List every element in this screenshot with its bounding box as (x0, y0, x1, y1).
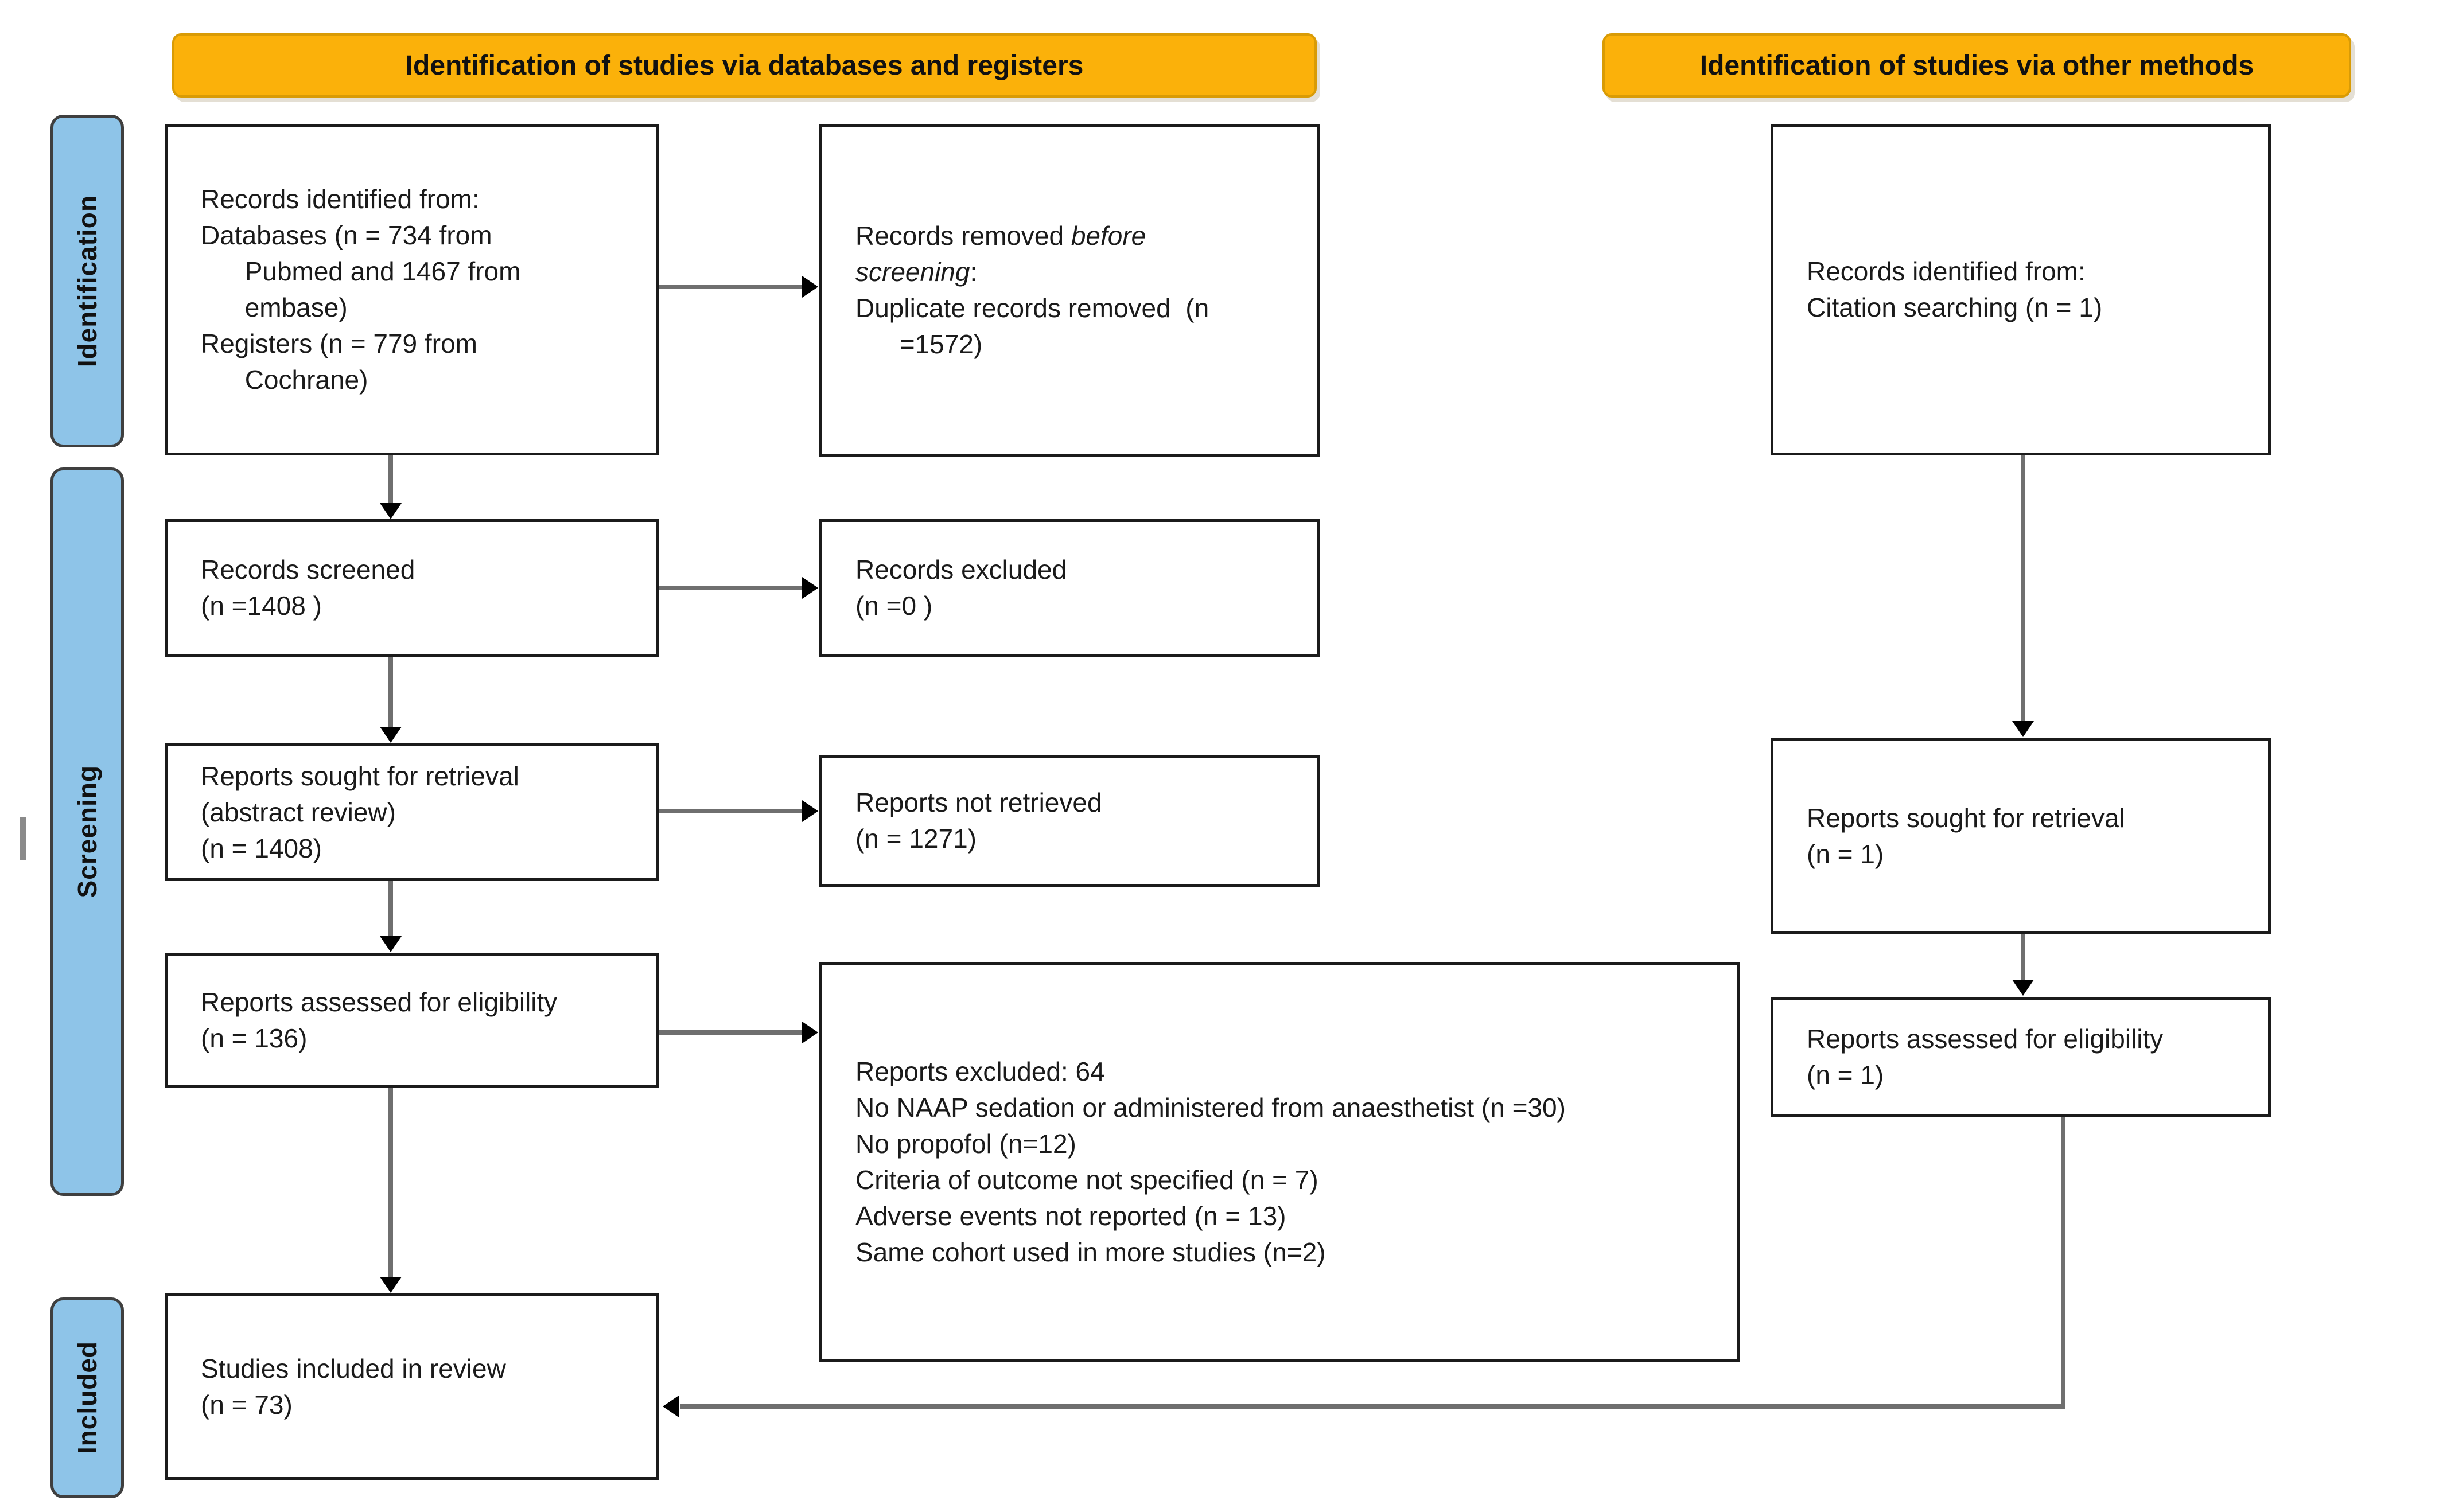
arrow-sought-to-assessed-line (388, 881, 393, 936)
stray-tick-mark (20, 817, 26, 860)
phase-label-identification: Identification (50, 115, 124, 447)
box-reports-excluded-text: Reports excluded: 64 No NAAP sedation or… (855, 1057, 1566, 1267)
arrow-citation-to-included-line (680, 1404, 2065, 1409)
arrow-sought-to-assessed-head (380, 936, 402, 952)
arrow-assessed-to-reportsexcluded-head (802, 1022, 818, 1043)
header-other-methods-label: Identification of studies via other meth… (1699, 50, 2254, 81)
header-databases-registers: Identification of studies via databases … (172, 33, 1317, 98)
box-reports-excluded: Reports excluded: 64 No NAAP sedation or… (819, 962, 1740, 1362)
box-reports-not-retrieved: Reports not retrieved (n = 1271) (819, 755, 1320, 887)
box-citation-sought-text: Reports sought for retrieval (n = 1) (1807, 802, 2125, 869)
box-records-identified: Records identified from: Databases (n = … (165, 124, 659, 455)
box-records-screened: Records screened (n =1408 ) (165, 519, 659, 657)
phase-label-included-text: Included (72, 1341, 102, 1455)
arrow-identified-to-removed-head (802, 276, 818, 298)
header-other-methods: Identification of studies via other meth… (1602, 33, 2351, 98)
arrow-citationsought-to-assessed-head (2012, 980, 2034, 996)
arrow-assessed-to-included-line (388, 1088, 393, 1277)
box-reports-sought-text: Reports sought for retrieval (abstract r… (201, 761, 519, 863)
box-records-removed-text: Records removed before screening: Duplic… (822, 204, 1226, 376)
box-citation-assessed: Reports assessed for eligibility (n = 1) (1771, 997, 2271, 1117)
arrow-assessed-to-included-head (380, 1277, 402, 1293)
arrow-citation-to-included-head (663, 1396, 679, 1417)
box-studies-included-text: Studies included in review (n = 73) (201, 1353, 506, 1420)
box-reports-assessed: Reports assessed for eligibility (n = 13… (165, 953, 659, 1088)
records-removed-italic: before screening (855, 221, 1146, 287)
box-citation-assessed-text: Reports assessed for eligibility (n = 1) (1807, 1023, 2164, 1090)
phase-label-included: Included (50, 1297, 124, 1498)
arrow-identified-to-removed-line (659, 285, 802, 289)
box-records-identified-text: Records identified from: Databases (n = … (201, 184, 521, 395)
arrow-identified-to-screened-head (380, 503, 402, 519)
box-reports-sought: Reports sought for retrieval (abstract r… (165, 743, 659, 881)
arrow-screened-to-excluded-line (659, 586, 802, 590)
arrow-citation-to-sought-head (2012, 721, 2034, 737)
box-records-excluded: Records excluded (n =0 ) (819, 519, 1320, 657)
box-records-screened-text: Records screened (n =1408 ) (201, 555, 415, 621)
box-reports-assessed-text: Reports assessed for eligibility (n = 13… (201, 987, 558, 1053)
arrow-sought-to-notretrieved-line (659, 809, 802, 813)
box-citation-sought: Reports sought for retrieval (n = 1) (1771, 738, 2271, 934)
header-databases-registers-label: Identification of studies via databases … (405, 50, 1084, 81)
arrow-identified-to-screened-line (388, 455, 393, 503)
arrow-citation-to-sought-line (2021, 455, 2025, 721)
arrow-screened-to-excluded-head (802, 577, 818, 599)
records-removed-prefix: Records removed (855, 221, 1071, 251)
arrow-screened-to-sought-head (380, 727, 402, 743)
box-studies-included: Studies included in review (n = 73) (165, 1293, 659, 1480)
arrow-sought-to-notretrieved-head (802, 800, 818, 822)
phase-label-screening-text: Screening (72, 765, 102, 898)
records-removed-suffix: : Duplicate records removed (n =1572) (855, 257, 1209, 359)
box-records-excluded-text: Records excluded (n =0 ) (855, 555, 1067, 621)
phase-label-screening: Screening (50, 467, 124, 1196)
box-citation-identified: Records identified from: Citation search… (1771, 124, 2271, 455)
arrow-citationassessed-down-line (2061, 1117, 2065, 1409)
phase-label-identification-text: Identification (72, 194, 102, 368)
arrow-assessed-to-reportsexcluded-line (659, 1030, 802, 1035)
arrow-citationsought-to-assessed-line (2021, 934, 2025, 980)
box-records-removed: Records removed before screening: Duplic… (819, 124, 1320, 457)
box-reports-not-retrieved-text: Reports not retrieved (n = 1271) (855, 788, 1102, 854)
box-citation-identified-text: Records identified from: Citation search… (1807, 256, 2103, 322)
arrow-screened-to-sought-line (388, 657, 393, 727)
